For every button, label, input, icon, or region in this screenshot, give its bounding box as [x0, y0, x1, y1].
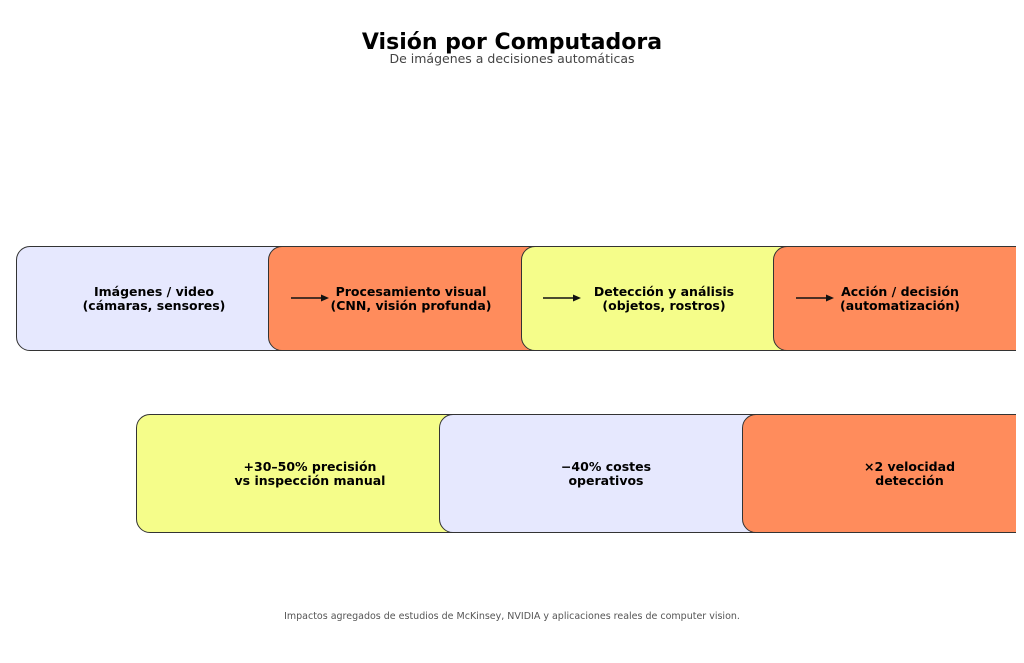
arrow-right-icon	[543, 294, 581, 302]
source-note: Impactos agregados de estudios de McKins…	[284, 611, 740, 622]
impact-label: −40% costes operativos	[560, 458, 652, 488]
impact-label: +30–50% precisión vs inspección manual	[234, 458, 386, 488]
flow-step-label: Acción / decisión (automatización)	[840, 283, 960, 313]
flow-step-input: Imágenes / video (cámaras, sensores)	[16, 246, 302, 351]
impact-costs: −40% costes operativos	[439, 414, 779, 533]
page-title: Visión por Computadora	[361, 30, 663, 55]
impact-speed: ×2 velocidad detección	[742, 414, 1016, 533]
flow-step-label: Detección y análisis (objetos, rostros)	[593, 283, 735, 313]
impact-precision: +30–50% precisión vs inspección manual	[136, 414, 476, 533]
arrow-right-icon	[796, 294, 834, 302]
page-subtitle: De imágenes a decisiones automáticas	[389, 51, 635, 66]
flow-step-label: Procesamiento visual (CNN, visión profun…	[330, 283, 492, 313]
arrow-right-icon	[291, 294, 329, 302]
flow-step-label: Imágenes / video (cámaras, sensores)	[82, 283, 226, 313]
impact-label: ×2 velocidad detección	[863, 458, 956, 488]
